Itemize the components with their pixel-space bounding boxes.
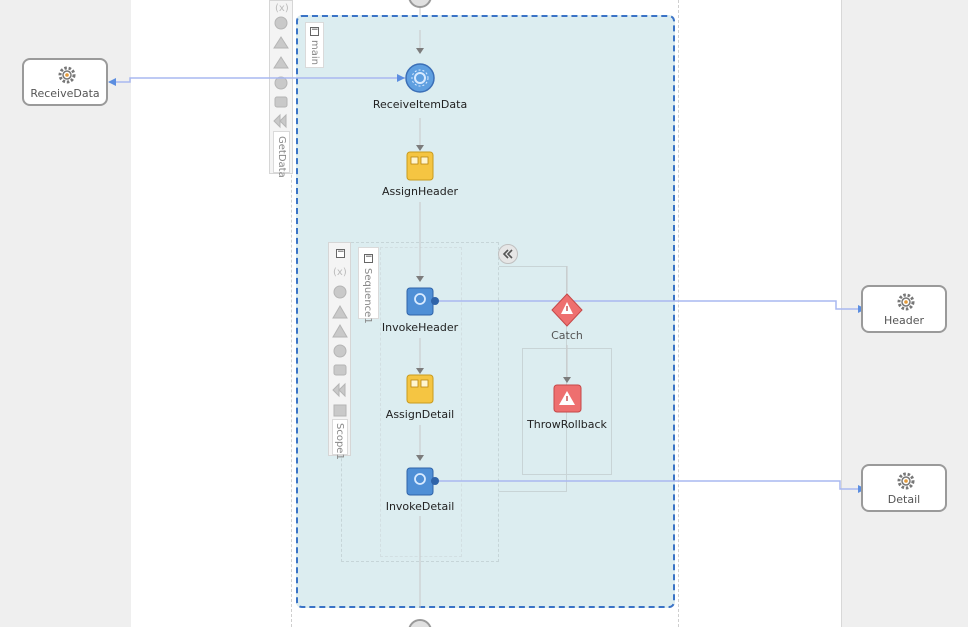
invoke-detail-label: InvokeDetail [385, 500, 455, 513]
catch-warning-icon[interactable] [551, 293, 583, 327]
receive-gear-icon[interactable] [405, 63, 435, 93]
invoke-detail-icon[interactable] [406, 467, 439, 496]
partner-link-detail[interactable]: Detail [861, 464, 947, 512]
throw-warning-icon[interactable] [553, 384, 582, 413]
collapse-fault-handlers-button[interactable] [498, 244, 518, 264]
process-start-marker [408, 0, 432, 8]
receive-item-data-label: ReceiveItemData [372, 98, 468, 111]
scope1-toolbar: − (x) Scope1 [328, 242, 351, 460]
gear-icon [58, 66, 76, 84]
main-scope-tab[interactable]: − main [305, 22, 324, 68]
flow-arrows [416, 48, 571, 461]
scope1-collapse-icon[interactable]: − [336, 247, 345, 258]
main-scope[interactable] [296, 15, 675, 608]
invoke-header-label: InvokeHeader [381, 321, 459, 334]
getdata-toolbar-icons: (x) [273, 3, 289, 129]
scope1-tab[interactable]: Scope1 [332, 419, 348, 460]
gear-icon [897, 472, 915, 490]
invoke-header-icon[interactable] [406, 287, 439, 316]
svg-text:(x): (x) [275, 3, 289, 14]
main-flow-line [419, 8, 568, 608]
process-end-marker [408, 619, 432, 627]
assign-detail-label: AssignDetail [385, 408, 455, 421]
catch-label: Catch [551, 329, 583, 342]
detail-label: Detail [887, 493, 921, 506]
double-chevron-left-icon [502, 249, 513, 259]
assign-header-icon[interactable] [406, 151, 434, 181]
assign-header-label: AssignHeader [381, 185, 459, 198]
getdata-scope-tab[interactable]: GetData [273, 131, 290, 178]
main-scope-label: main [309, 40, 320, 65]
gear-icon [897, 293, 915, 311]
sequence1-collapse-icon[interactable]: − [364, 252, 373, 263]
scope1-toolbar-icons: (x) [332, 267, 348, 417]
scope1-label: Scope1 [334, 423, 345, 460]
getdata-scope-label: GetData [276, 136, 287, 178]
throw-rollback-label: ThrowRollback [527, 418, 607, 431]
sequence1-region [380, 247, 462, 557]
partner-link-header[interactable]: Header [861, 285, 947, 333]
sequence1-label: Sequence1 [362, 268, 373, 324]
sequence1-tab[interactable]: − Sequence1 [358, 247, 379, 324]
getdata-scope-toolbar: (x) GetData [269, 0, 293, 178]
partner-link-receivedata[interactable]: ReceiveData [22, 58, 108, 106]
process-boundary [291, 0, 679, 627]
main-collapse-icon[interactable]: − [310, 25, 319, 36]
svg-text:(x): (x) [333, 267, 347, 278]
header-label: Header [883, 314, 925, 327]
assign-detail-icon[interactable] [406, 374, 434, 404]
partner-link-arrows [108, 74, 866, 493]
partner-link-lines [109, 77, 860, 490]
receivedata-label: ReceiveData [30, 87, 100, 100]
